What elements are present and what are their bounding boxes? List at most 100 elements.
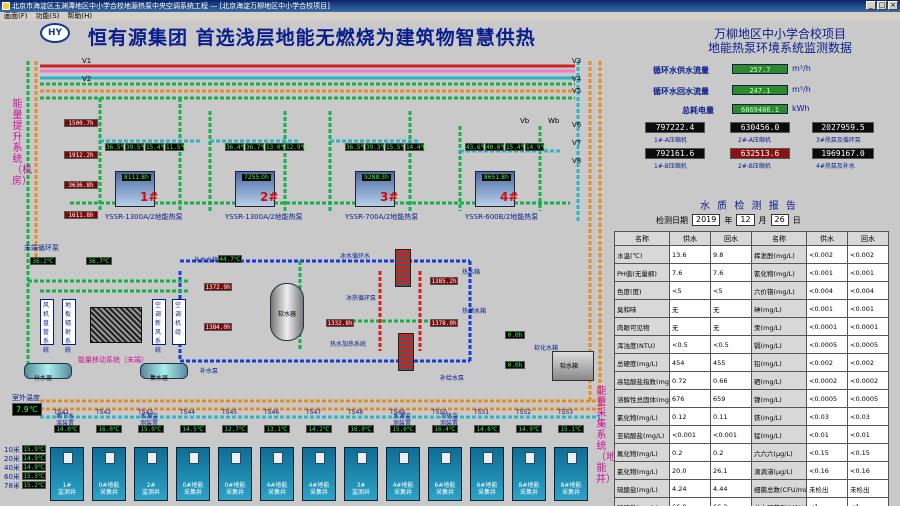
- well-2[interactable]: 0#地能 采集井: [92, 447, 126, 501]
- well-name: 4#地能 采集井: [308, 482, 330, 496]
- wq-item-name: 亚硝酸盐(mg/L): [614, 425, 670, 444]
- day-value: 26: [770, 214, 789, 226]
- well-head-icon: [483, 452, 493, 464]
- well-head-label: 冷热监测装置: [440, 413, 459, 427]
- wq-item-name: 总硬度(mg/L): [614, 353, 670, 372]
- well-8[interactable]: 3# 监测井: [344, 447, 378, 501]
- well-9[interactable]: 4#地能 采集井: [386, 447, 420, 501]
- heat-pump-temp: 15.5℃: [385, 143, 408, 151]
- wq-item-value: <0.0005: [806, 389, 848, 408]
- wq-item-name: PH值(无量纲): [614, 263, 670, 282]
- wq-item-name: 砷(mg/L): [751, 299, 807, 318]
- wq-item-value: <0.001: [710, 425, 752, 444]
- supply-flow-unit: m³/h: [792, 64, 811, 73]
- wq-item-value: <0.0001: [806, 317, 848, 336]
- well-7[interactable]: 4#地能 采集井: [302, 447, 336, 501]
- well-13[interactable]: 8#地能 采集井: [554, 447, 588, 501]
- soft-tank-label: 软水箱: [560, 363, 579, 370]
- well-temp: 14.2℃: [306, 425, 332, 433]
- pipe-well-header: [40, 399, 600, 411]
- menu-screen[interactable]: 画面(F): [4, 12, 28, 20]
- wq-item-value: <5: [710, 281, 752, 300]
- pipe-center-green: [298, 261, 450, 351]
- wq-item-value: 454: [669, 353, 711, 372]
- heat-pump-model: YSSR-1300A/2地能热泵: [225, 213, 303, 221]
- wq-header-cell: 供水: [669, 231, 711, 246]
- exchanger-a-label: 冰水循环水: [340, 253, 371, 260]
- pipe-label-v1: V1: [82, 57, 92, 65]
- heat-pump-model: YSSR-700A/2地能热泵: [345, 213, 419, 221]
- menu-help[interactable]: 帮助(H): [67, 12, 93, 20]
- energy-move-label: 能量移动系统（末端）: [78, 356, 148, 364]
- well-1[interactable]: 1# 监测井: [50, 447, 84, 501]
- wq-item-value: <0.01: [847, 425, 889, 444]
- well-pipe-label: TS43: [138, 409, 154, 416]
- well-6[interactable]: 4#地能 采集井: [260, 447, 294, 501]
- menu-function[interactable]: 功能(S): [35, 12, 60, 20]
- wq-item-value: <0.001: [847, 263, 889, 282]
- well-4[interactable]: 0#地能 采集井: [176, 447, 210, 501]
- well-12[interactable]: 8#地能 采集井: [512, 447, 546, 501]
- wq-item-value: <0.004: [806, 281, 848, 300]
- wq-item-value: <0.0002: [806, 371, 848, 390]
- fresh-air-label: 空调新风系统: [152, 299, 166, 354]
- wq-item-value: 659: [710, 389, 752, 408]
- wq-item-value: <0.002: [847, 245, 889, 264]
- wq-item-value: 676: [669, 389, 711, 408]
- well-pipe-label: TS41: [54, 409, 70, 416]
- well-pipe-label: TS52: [516, 409, 532, 416]
- well-3[interactable]: 2# 监测井: [134, 447, 168, 501]
- wq-item-name: 总大肠菌群(MPN/100mL): [751, 497, 807, 506]
- well-name: 6#地能 采集井: [476, 482, 498, 496]
- well-11[interactable]: 6#地能 采集井: [470, 447, 504, 501]
- wq-item-value: 66.3: [710, 497, 752, 506]
- app-icon: [2, 2, 10, 10]
- floor-coil-image: [90, 307, 142, 343]
- heat-pump-number: 4#: [500, 190, 519, 204]
- minimize-button[interactable]: _: [866, 1, 876, 10]
- well-head-icon: [567, 452, 577, 464]
- meter-4-value: 1969167.0: [812, 148, 874, 159]
- heat-pump-temp: 14.4℃: [405, 143, 428, 151]
- heat-pump-number: 1#: [140, 190, 159, 204]
- wq-header-cell: 名称: [751, 231, 807, 246]
- well-10[interactable]: 6#地能 采集井: [428, 447, 462, 501]
- heat-pump-temp: 39.5℃: [125, 143, 148, 151]
- depth-label: 60米: [4, 473, 20, 481]
- heat-pump-temp: 13.0℃: [265, 143, 288, 151]
- heat-pump-number: 3#: [380, 190, 399, 204]
- well-temp: 16.0℃: [348, 425, 374, 433]
- wq-item-value: 0.66: [710, 371, 752, 390]
- wq-item-value: <0.001: [669, 425, 711, 444]
- heat-pump-temp: 36.7℃: [245, 143, 268, 151]
- date-label: 检测日期: [656, 215, 688, 225]
- well-5[interactable]: 0#地能 采集井: [218, 447, 252, 501]
- wq-header-cell: 供水: [806, 231, 848, 246]
- wq-item-name: 铅(mg/L): [751, 353, 807, 372]
- wq-item-value: 0.2: [710, 443, 752, 462]
- maximize-button[interactable]: □: [877, 1, 887, 10]
- close-button[interactable]: ×: [888, 1, 898, 10]
- depth-label: 10米: [4, 446, 20, 454]
- well-pipe-label: TS44: [180, 409, 196, 416]
- wq-header-cell: 名称: [614, 231, 670, 246]
- pump-run-1: 1372.9h: [204, 283, 232, 291]
- heat-pump-temp: 40.0℃: [485, 143, 508, 151]
- depth-label: 40米: [4, 464, 20, 472]
- wq-item-value: 无: [710, 299, 752, 318]
- pipe-label-v7: V7: [572, 139, 582, 147]
- pump-hours-2: 1912.2h: [64, 151, 98, 159]
- energy-collect-system-label: 能量采集系统（地能井）: [596, 386, 616, 485]
- wq-item-value: <0.0005: [847, 389, 889, 408]
- right-title-line-2: 地能热泵环境系统监测数据: [707, 41, 852, 55]
- wq-item-name: 汞(mg/L): [751, 317, 807, 336]
- well-name: 2# 监测井: [141, 482, 160, 496]
- well-temp: 16.0℃: [96, 425, 122, 433]
- well-name: 0#地能 采集井: [182, 482, 204, 496]
- heater-label: 热水加热系统: [330, 341, 367, 348]
- well-pipe-label: TS47: [306, 409, 322, 416]
